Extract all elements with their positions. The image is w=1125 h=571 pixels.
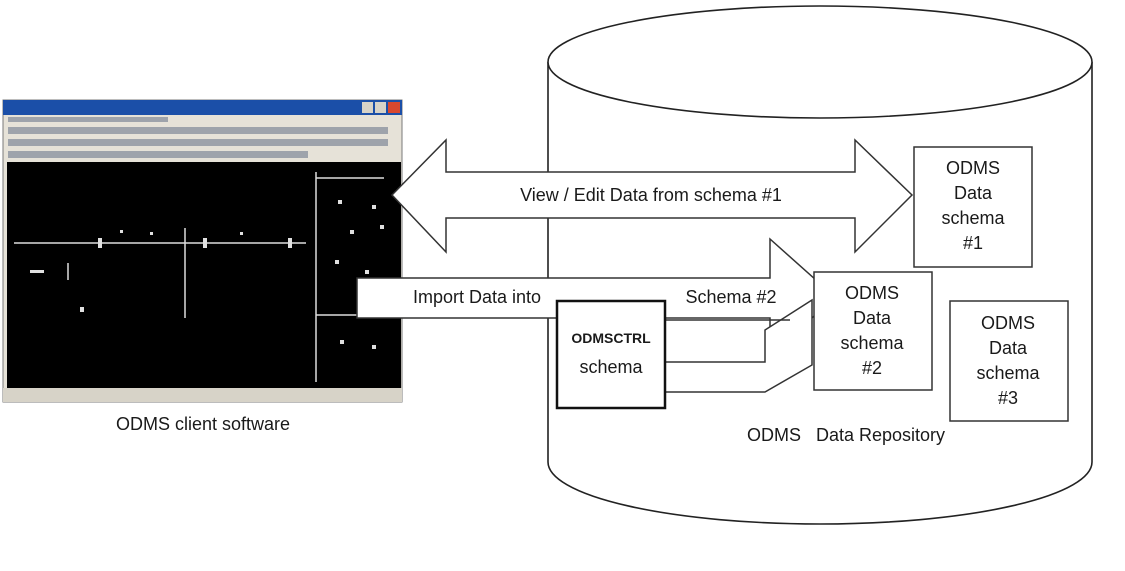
schema-3-line1: ODMS <box>981 313 1035 333</box>
view-edit-label: View / Edit Data from schema #1 <box>520 185 782 205</box>
ctrl-to-schema2-arrow <box>664 298 813 393</box>
schema-1-line4: #1 <box>963 233 983 253</box>
client-caption: ODMS client software <box>116 414 290 434</box>
client-canvas <box>7 162 401 388</box>
import-label-left: Import Data into <box>413 287 541 307</box>
schema-3-line3: schema <box>976 363 1040 383</box>
schema-1-box <box>913 146 1033 268</box>
client-status-bar <box>3 388 402 402</box>
view-edit-arrow <box>390 138 914 254</box>
client-schematic <box>14 172 396 382</box>
schema-2-line1: ODMS <box>845 283 899 303</box>
odmsctrl-subtitle: schema <box>579 357 643 377</box>
schema-1-line1: ODMS <box>946 158 1000 178</box>
schema-2-line2: Data <box>853 308 892 328</box>
schema-3-line4: #3 <box>998 388 1018 408</box>
schema-2-line3: schema <box>840 333 904 353</box>
odmsctrl-schema-box <box>555 299 667 410</box>
schema-3-line2: Data <box>989 338 1028 358</box>
client-software-window <box>2 99 403 403</box>
client-toolbar <box>8 117 388 158</box>
schema-3-box <box>949 300 1069 422</box>
repository-label: ODMS Data Repository <box>747 425 945 445</box>
odmsctrl-title: ODMSCTRL <box>571 330 651 346</box>
import-label-right: Schema #2 <box>685 287 776 307</box>
schema-1-line2: Data <box>954 183 993 203</box>
schema-2-box <box>813 271 933 391</box>
schema-2-line4: #2 <box>862 358 882 378</box>
schema-1-line3: schema <box>941 208 1005 228</box>
